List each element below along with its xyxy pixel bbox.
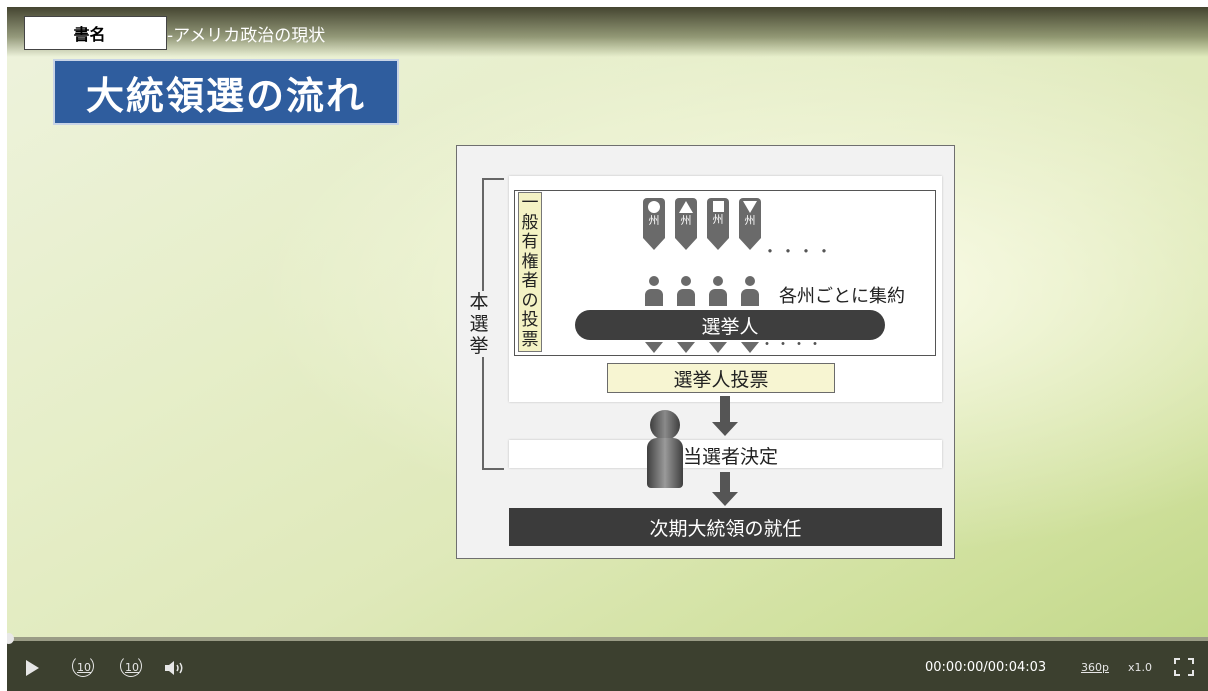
arrow-down-icon [739,238,761,250]
inauguration-bar: 次期大統領の就任 [509,508,942,546]
aggregate-label: 各州ごとに集約 [779,286,905,307]
continuation-dots: ・・・・ [762,242,835,261]
main-election-label: 本選挙 [468,291,490,357]
state-label: 州 [744,214,756,227]
forward-icon [120,655,142,677]
arrow-down-icon [645,342,663,353]
control-bar: 10 10 00:00:00/00:04:03 360p x1.0 [7,633,1208,691]
winner-bar [509,440,942,468]
arrow-down-icon [712,396,738,436]
state-label: 州 [712,213,724,226]
state-triangle: 州 [675,198,697,238]
arrow-down-icon [643,238,665,250]
progress-handle[interactable] [7,633,14,644]
arrow-down-icon [707,238,729,250]
video-frame[interactable]: -アメリカ政治の現状 書名 大統領選の流れ 本選挙 一般有権者の投票 州 州 州 [7,7,1208,637]
state-label: 州 [648,214,660,227]
fullscreen-icon [1174,658,1194,676]
rewind-icon [72,655,94,677]
arrow-down-icon [677,342,695,353]
playback-speed-button[interactable]: x1.0 [1127,660,1152,674]
circle-icon [648,201,660,213]
rewind-label: 10 [77,660,91,674]
election-flow-diagram: 本選挙 一般有権者の投票 州 州 州 州 [456,145,955,559]
slide-title: 大統領選の流れ [53,59,399,125]
forward-10-button[interactable]: 10 [117,652,147,682]
fullscreen-button[interactable] [1173,657,1195,677]
continuation-dots: ・・・・ [760,337,824,353]
arrow-down-icon [709,342,727,353]
arrow-down-icon [712,472,738,506]
state-square: 州 [707,198,729,238]
rewind-10-button[interactable]: 10 [69,652,99,682]
elector-icon [741,276,759,306]
state-label: 州 [680,214,692,227]
general-voters-label: 一般有権者の投票 [518,192,542,352]
volume-icon [165,661,183,675]
time-display: 00:00:00/00:04:03 [925,660,1047,675]
electors-vote-box: 選挙人投票 [607,363,835,393]
video-player[interactable]: -アメリカ政治の現状 書名 大統領選の流れ 本選挙 一般有権者の投票 州 州 州 [7,7,1208,691]
forward-label: 10 [125,660,139,674]
winner-label: 当選者決定 [683,446,779,468]
triangle-icon [679,201,693,213]
play-button[interactable] [21,657,43,679]
square-icon [712,201,724,212]
elector-icon [645,276,663,306]
elector-icon [677,276,695,306]
title-bar [7,7,1208,57]
state-inverted-triangle: 州 [739,198,761,238]
state-circle: 州 [643,198,665,238]
elector-icon [709,276,727,306]
book-label: 書名 [24,16,167,50]
arrow-down-icon [741,342,759,353]
progress-bar[interactable] [7,633,1208,644]
arrow-down-icon [675,238,697,250]
inverted-triangle-icon [743,201,757,213]
volume-button[interactable] [160,656,190,680]
video-title: -アメリカ政治の現状 [167,26,326,46]
quality-button[interactable]: 360p [1081,660,1109,674]
winner-figure-icon [647,410,683,488]
electors-bar: 選挙人 [575,310,885,340]
